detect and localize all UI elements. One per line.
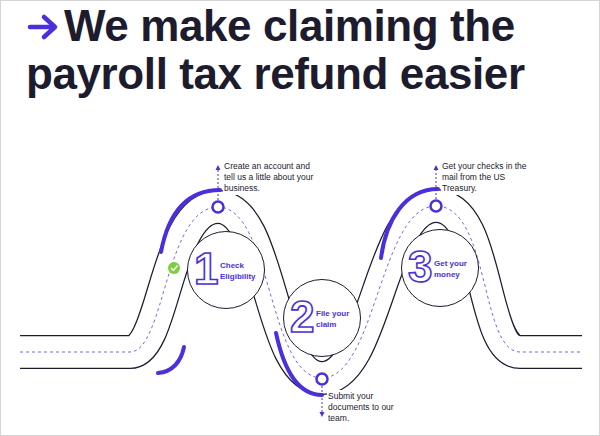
step-number: 2: [290, 292, 314, 342]
step-circle: 1Check Eligibility: [187, 231, 265, 309]
check-badge: [168, 262, 180, 274]
callout-note: Get your checks in the mail from the US …: [441, 160, 539, 195]
step-number: 1: [194, 244, 218, 294]
step-label: File your claim: [316, 308, 358, 330]
step-number: 3: [408, 242, 432, 292]
callout-note: Submit your documents to our team.: [327, 390, 415, 425]
step-circle: 3Get your money: [401, 229, 479, 307]
road: [20, 206, 582, 378]
step-label: Check Eligibility: [220, 260, 262, 282]
step-label: Get your money: [434, 258, 476, 280]
title-arrow: [30, 17, 55, 37]
road-highlights: [158, 189, 438, 395]
page-title: We make claiming the payroll tax refund …: [26, 2, 592, 98]
callout-note: Create an account and tell us a little a…: [223, 160, 321, 195]
step-circle: 2File your claim: [283, 279, 361, 357]
